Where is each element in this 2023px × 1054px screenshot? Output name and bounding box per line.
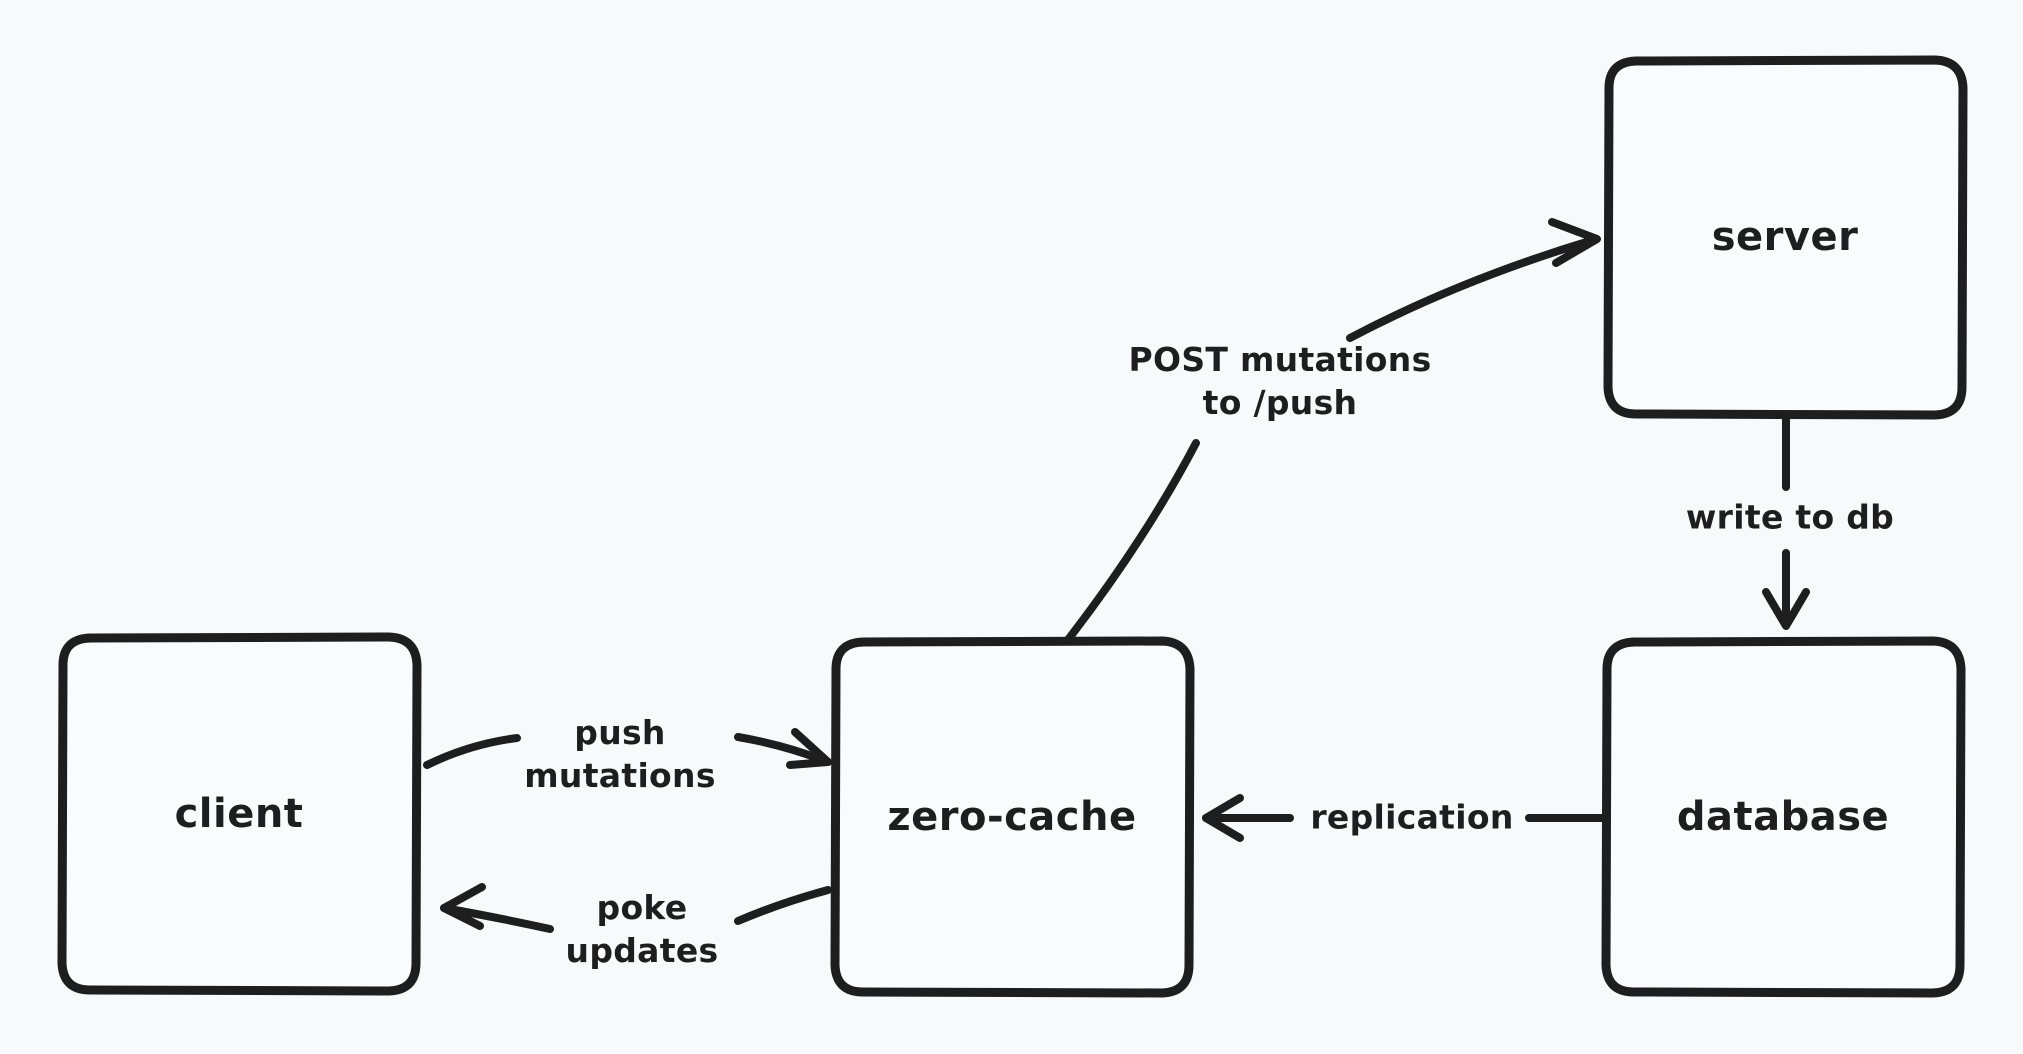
edge-replication	[1202, 794, 1610, 842]
node-label-zero-cache: zero-cache	[887, 794, 1137, 840]
edge-push-mutations	[423, 728, 832, 769]
edge-post-mutations	[1063, 218, 1601, 645]
node-label-database: database	[1676, 794, 1890, 840]
edge-label-poke-updates: poke updates	[565, 888, 719, 970]
node-zero-cache-box[interactable]	[830, 636, 1195, 998]
node-label-server: server	[1711, 214, 1859, 260]
node-client-box[interactable]	[57, 632, 422, 996]
node-database-box[interactable]	[1601, 636, 1966, 998]
node-server-box[interactable]	[1603, 55, 1968, 420]
edge-label-push-mutations: push mutations	[524, 713, 716, 795]
edge-label-write-to-db: write to db	[1685, 497, 1895, 537]
edge-label-replication: replication	[1310, 797, 1514, 837]
node-label-client: client	[174, 791, 304, 837]
edge-label-post-mutations: POST mutations to /push	[1128, 340, 1432, 422]
edge-write-to-db	[1762, 414, 1810, 630]
edge-poke-updates	[440, 883, 832, 933]
